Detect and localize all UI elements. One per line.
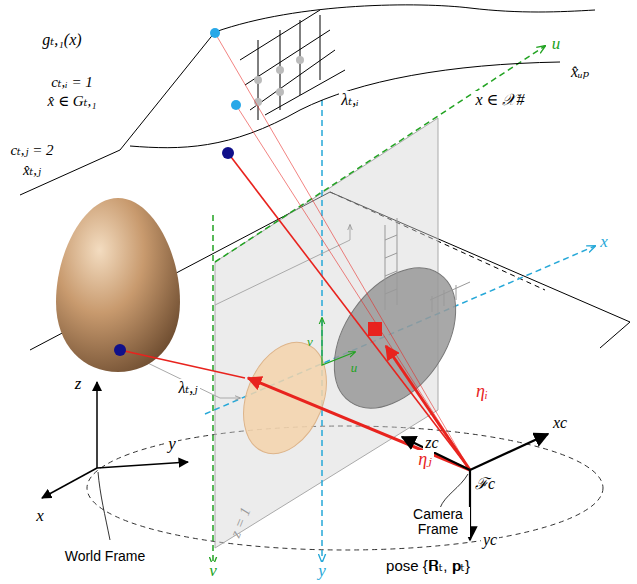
leader	[440, 474, 468, 508]
egg-object	[56, 198, 180, 372]
label: u	[349, 361, 360, 375]
y-axis	[321, 100, 323, 562]
label: v	[305, 335, 315, 349]
eta-i-arrow	[386, 346, 470, 470]
grid-points	[254, 56, 304, 106]
u-axis	[215, 46, 545, 262]
camera-axes	[402, 434, 548, 540]
label: x̂ᵤₚ	[569, 63, 591, 81]
label: u	[550, 35, 563, 54]
label: ℱc	[473, 475, 497, 493]
points	[114, 28, 241, 356]
uv-ticks	[321, 318, 322, 340]
v-axis	[212, 215, 214, 565]
label: Camera Frame	[406, 507, 470, 538]
eta-j-arrow	[248, 378, 470, 470]
label: x ∈ 𝒳#	[474, 91, 527, 109]
label: ηᵢ	[474, 382, 490, 402]
surface	[130, 5, 595, 148]
leader	[98, 472, 110, 540]
label: x	[598, 233, 610, 252]
label: y	[166, 435, 178, 454]
ladder	[385, 218, 470, 312]
label: v	[207, 562, 219, 581]
label: x̂ₜ,ⱼ	[21, 162, 43, 179]
label: λₜ,ⱼ	[176, 379, 199, 397]
rays	[120, 33, 470, 470]
label: yc	[481, 531, 499, 549]
world-axes	[42, 382, 188, 498]
label: pose {𝐑ₜ, 𝐩ₜ}	[384, 558, 472, 575]
label: gₜ,₁(x)	[40, 31, 83, 49]
label: World Frame	[63, 549, 148, 564]
label: x	[34, 507, 46, 526]
label: cₜ,ᵢ = 1	[49, 74, 95, 91]
label: ηⱼ	[416, 450, 434, 470]
uv-ticks	[322, 340, 355, 365]
projected-egg	[228, 330, 342, 466]
label: λₜ,ᵢ	[339, 91, 360, 109]
projected-region	[309, 245, 480, 430]
label: cₜ,ⱼ = 2	[8, 142, 55, 159]
label: y	[316, 562, 328, 581]
label: xc	[551, 414, 569, 432]
label: z	[73, 375, 84, 394]
label: x̂ ∈ Gₜ,₁	[46, 93, 99, 110]
depth-ray	[215, 225, 350, 305]
